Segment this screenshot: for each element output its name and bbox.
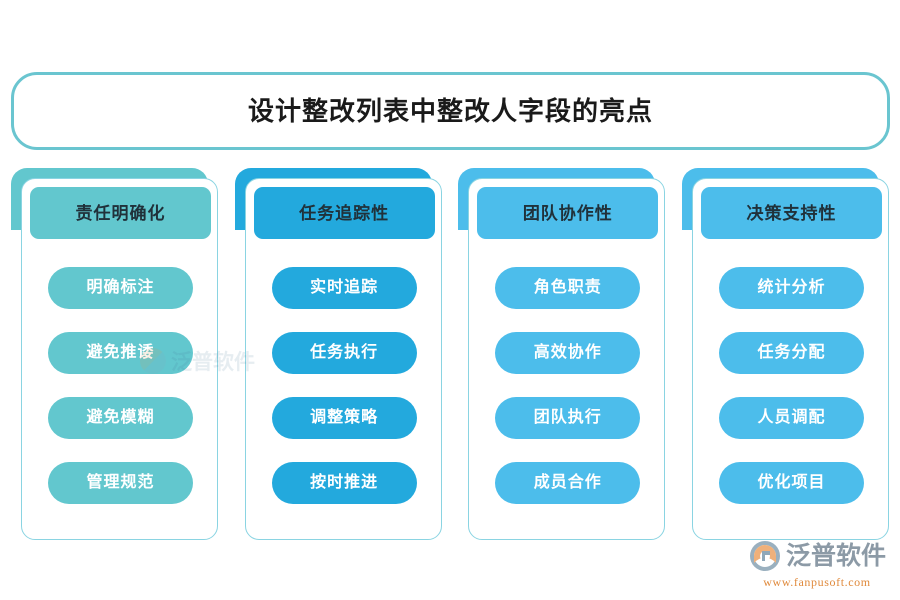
list-item[interactable]: 调整策略 — [271, 397, 417, 439]
list-item-label: 团队执行 — [533, 409, 602, 426]
list-item[interactable]: 避免推诿 — [48, 332, 193, 374]
columns-container: 责任明确化 明确标注 避免推诿 避免模糊 管理规范 — [0, 168, 900, 540]
list-item[interactable]: 按时推进 — [271, 462, 417, 504]
column-header-label: 决策支持性 — [746, 203, 837, 223]
column-team-collaboration: 团队协作性 角色职责 高效协作 团队执行 成员合作 — [458, 168, 666, 540]
column-responsibility: 责任明确化 明确标注 避免推诿 避免模糊 管理规范 — [11, 168, 218, 540]
list-item-label: 优化项目 — [757, 474, 826, 491]
list-item[interactable]: 避免模糊 — [48, 397, 193, 439]
column-items-3: 角色职责 高效协作 团队执行 成员合作 — [469, 251, 664, 539]
column-header-3[interactable]: 团队协作性 — [477, 187, 659, 239]
brand-logo-name: 泛普软件 — [785, 541, 886, 570]
list-item[interactable]: 管理规范 — [48, 462, 193, 504]
list-item[interactable]: 实时追踪 — [271, 267, 417, 309]
list-item[interactable]: 人员调配 — [718, 397, 864, 439]
column-card: 责任明确化 明确标注 避免推诿 避免模糊 管理规范 — [21, 178, 218, 540]
column-header-label: 任务追踪性 — [299, 203, 390, 223]
list-item-label: 高效协作 — [533, 344, 602, 361]
list-item[interactable]: 高效协作 — [495, 332, 641, 374]
list-item-label: 任务执行 — [310, 344, 379, 361]
brand-logo-row: 泛普软件 — [748, 539, 886, 573]
list-item-label: 按时推进 — [310, 474, 379, 491]
page-title-banner: 设计整改列表中整改人字段的亮点 — [11, 72, 890, 150]
column-card: 团队协作性 角色职责 高效协作 团队执行 成员合作 — [468, 178, 666, 540]
column-items-2: 实时追踪 任务执行 调整策略 按时推进 — [246, 251, 441, 539]
column-items-4: 统计分析 任务分配 人员调配 优化项目 — [693, 251, 888, 539]
column-decision-support: 决策支持性 统计分析 任务分配 人员调配 优化项目 — [681, 168, 889, 540]
list-item-label: 角色职责 — [533, 279, 602, 296]
list-item-label: 避免模糊 — [86, 409, 155, 426]
list-item[interactable]: 明确标注 — [48, 267, 193, 309]
column-header-label: 责任明确化 — [75, 203, 166, 223]
list-item-label: 管理规范 — [86, 474, 155, 491]
column-header-1[interactable]: 责任明确化 — [30, 187, 211, 239]
column-header-label: 团队协作性 — [522, 203, 613, 223]
list-item-label: 避免推诿 — [86, 344, 155, 361]
brand-logo: 泛普软件 www.fanpusoft.com — [748, 539, 886, 588]
list-item-label: 调整策略 — [310, 409, 379, 426]
list-item-label: 人员调配 — [757, 409, 826, 426]
column-header-2[interactable]: 任务追踪性 — [253, 187, 435, 239]
page-title: 设计整改列表中整改人字段的亮点 — [247, 96, 653, 126]
column-card: 任务追踪性 实时追踪 任务执行 调整策略 按时推进 — [244, 178, 442, 540]
brand-logo-url: www.fanpusoft.com — [763, 575, 871, 589]
list-item[interactable]: 团队执行 — [495, 397, 641, 439]
column-card: 决策支持性 统计分析 任务分配 人员调配 优化项目 — [691, 178, 889, 540]
list-item-label: 明确标注 — [86, 279, 155, 296]
list-item-label: 统计分析 — [757, 279, 826, 296]
list-item[interactable]: 任务分配 — [718, 332, 864, 374]
list-item[interactable]: 成员合作 — [495, 462, 641, 504]
list-item-label: 成员合作 — [533, 474, 602, 491]
list-item[interactable]: 统计分析 — [718, 267, 864, 309]
list-item[interactable]: 任务执行 — [271, 332, 417, 374]
column-header-4[interactable]: 决策支持性 — [700, 187, 882, 239]
list-item-label: 任务分配 — [757, 344, 826, 361]
column-items-1: 明确标注 避免推诿 避免模糊 管理规范 — [22, 251, 217, 539]
list-item[interactable]: 角色职责 — [495, 267, 641, 309]
fanpu-logo-icon — [748, 539, 782, 573]
list-item-label: 实时追踪 — [310, 279, 379, 296]
list-item[interactable]: 优化项目 — [718, 462, 864, 504]
column-task-tracking: 任务追踪性 实时追踪 任务执行 调整策略 按时推进 — [234, 168, 442, 540]
